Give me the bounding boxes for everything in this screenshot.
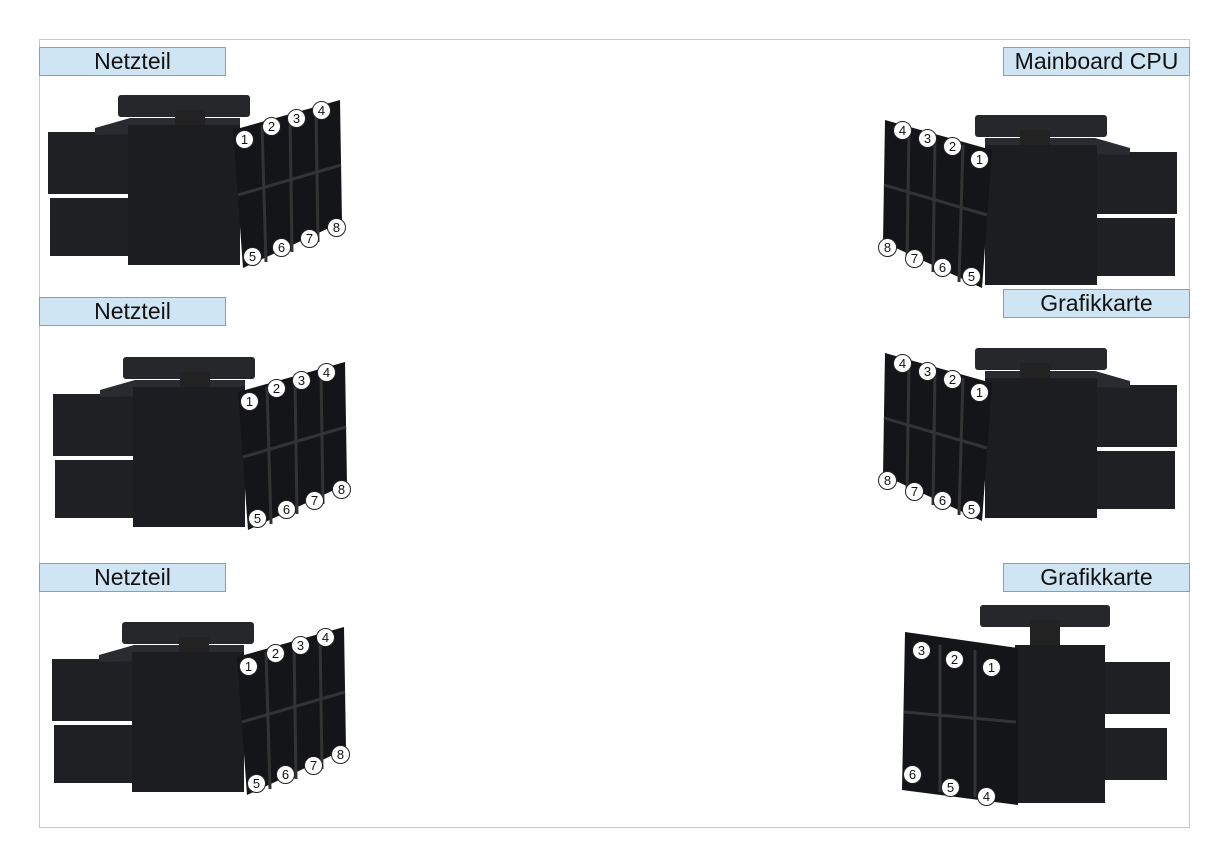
label-grafikkarte-2: Grafikkarte — [1003, 563, 1190, 592]
pin-number-3: 3 — [918, 362, 937, 381]
pin-number-3: 3 — [291, 636, 310, 655]
pin-number-3: 3 — [912, 641, 931, 660]
pin-number-4: 4 — [893, 354, 912, 373]
pin-number-6: 6 — [903, 765, 922, 784]
pin-number-2: 2 — [943, 137, 962, 156]
pin-number-7: 7 — [905, 482, 924, 501]
pin-number-5: 5 — [962, 267, 981, 286]
pin-number-8: 8 — [878, 238, 897, 257]
label-netzteil-1: Netzteil — [39, 47, 226, 76]
pin-number-1: 1 — [239, 657, 258, 676]
pin-number-2: 2 — [266, 644, 285, 663]
pin-number-4: 4 — [316, 628, 335, 647]
pin-number-5: 5 — [941, 778, 960, 797]
pin-number-5: 5 — [248, 509, 267, 528]
pin-number-6: 6 — [272, 238, 291, 257]
pin-number-3: 3 — [287, 109, 306, 128]
pin-number-1: 1 — [235, 130, 254, 149]
pin-number-1: 1 — [970, 383, 989, 402]
pin-number-8: 8 — [327, 218, 346, 237]
label-netzteil-3: Netzteil — [39, 563, 226, 592]
connector-grafikkarte-6pin — [902, 605, 1170, 805]
pin-number-2: 2 — [267, 379, 286, 398]
pin-number-2: 2 — [262, 117, 281, 136]
pin-number-4: 4 — [977, 787, 996, 806]
label-mainboard-cpu: Mainboard CPU — [1003, 47, 1190, 76]
pin-number-8: 8 — [878, 471, 897, 490]
pin-number-7: 7 — [300, 229, 319, 248]
pin-number-8: 8 — [331, 745, 350, 764]
pin-number-3: 3 — [292, 371, 311, 390]
pin-number-6: 6 — [276, 765, 295, 784]
pin-number-2: 2 — [945, 650, 964, 669]
pin-number-1: 1 — [982, 658, 1001, 677]
pin-number-4: 4 — [893, 121, 912, 140]
pin-number-4: 4 — [312, 101, 331, 120]
pin-number-7: 7 — [304, 756, 323, 775]
pin-number-8: 8 — [332, 480, 351, 499]
pin-number-5: 5 — [962, 500, 981, 519]
pin-number-6: 6 — [933, 258, 952, 277]
pin-number-2: 2 — [943, 370, 962, 389]
pin-number-4: 4 — [317, 363, 336, 382]
pin-number-5: 5 — [243, 247, 262, 266]
pin-number-6: 6 — [933, 491, 952, 510]
diagram-frame — [39, 39, 1190, 828]
pin-number-7: 7 — [905, 249, 924, 268]
pin-number-1: 1 — [970, 150, 989, 169]
label-grafikkarte-1: Grafikkarte — [1003, 289, 1190, 318]
pin-number-5: 5 — [247, 774, 266, 793]
pin-number-7: 7 — [305, 491, 324, 510]
pin-number-3: 3 — [918, 129, 937, 148]
label-netzteil-2: Netzteil — [39, 297, 226, 326]
pin-number-6: 6 — [277, 500, 296, 519]
pin-number-1: 1 — [240, 392, 259, 411]
